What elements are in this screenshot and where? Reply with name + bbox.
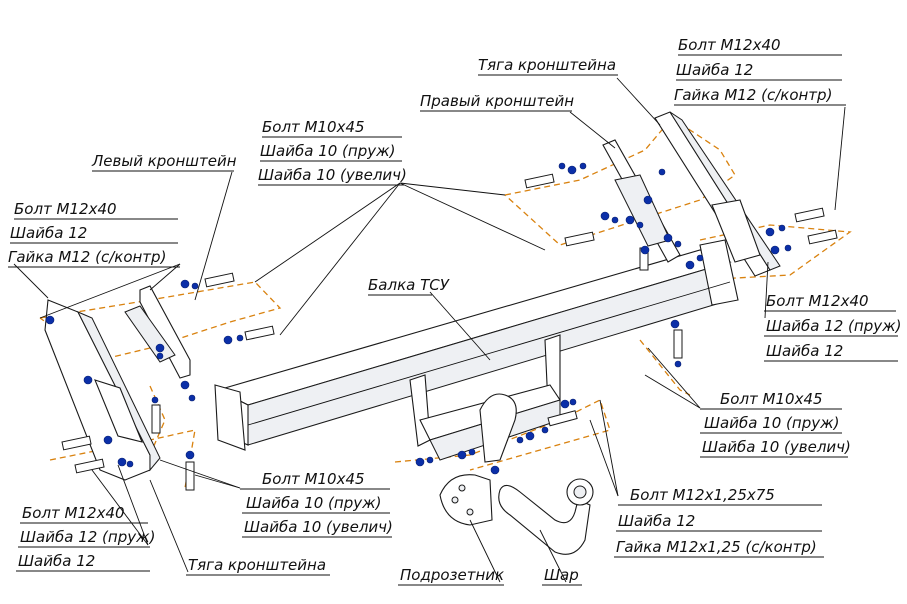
callout-ball-bolt: Болт М12х1,25х75 Шайба 12 Гайка М12х1,25… (614, 486, 824, 558)
callout-left-bracket: Левый кронштейн (91, 152, 237, 172)
label-text: Болт М10х45 (262, 470, 365, 488)
label-text: Гайка М12х1,25 (с/контр) (616, 538, 817, 556)
label-text: Шайба 12 (пруж) (766, 317, 901, 335)
label-text: Гайка М12 (с/контр) (8, 248, 166, 266)
label-text: Шар (544, 566, 579, 584)
right-side-plate (654, 111, 781, 277)
fasteners (45, 162, 792, 475)
callout-beam: Балка ТСУ (368, 276, 450, 296)
label-text: Шайба 12 (618, 512, 695, 530)
label-text: Шайба 12 (676, 61, 753, 79)
label-text: Болт М12х40 (766, 292, 869, 310)
label-text: Шайба 12 (пруж) (20, 528, 155, 546)
label-text: Шайба 10 (увелич) (258, 166, 407, 184)
label-text: Правый кронштейн (420, 92, 574, 110)
label-text: Болт М10х45 (720, 390, 823, 408)
callout-rod-top: Тяга кронштейна (478, 56, 618, 76)
hitch-block (409, 334, 561, 463)
label-text: Шайба 12 (10, 224, 87, 242)
label-text: Болт М12х40 (14, 200, 117, 218)
callout-right-bolt-top: Болт М12х40 Шайба 12 Гайка М12 (с/контр) (674, 36, 846, 106)
label-text: Тяга кронштейна (188, 556, 326, 574)
label-text: Шайба 10 (пруж) (704, 414, 839, 432)
leader-lines (13, 77, 846, 583)
label-text: Шайба 10 (пруж) (246, 494, 381, 512)
label-text: Шайба 12 (18, 552, 95, 570)
label-text: Шайба 10 (увелич) (702, 438, 851, 456)
label-text: Болт М12х40 (678, 36, 781, 54)
label-text: Болт М12х40 (22, 504, 125, 522)
label-text: Шайба 12 (766, 342, 843, 360)
callout-right-bolt-low: Болт М10х45 Шайба 10 (пруж) Шайба 10 (ув… (700, 390, 851, 458)
label-text: Болт М12х1,25х75 (630, 486, 775, 504)
callout-left-bolt-bottom: Болт М12х40 Шайба 12 (пруж) Шайба 12 (16, 504, 155, 572)
label-text: Тяга кронштейна (478, 56, 616, 74)
callout-rod-bottom: Тяга кронштейна (186, 556, 330, 576)
callout-left-bolt-top: Болт М12х40 Шайба 12 Гайка М12 (с/контр) (8, 200, 180, 268)
left-side-plate (44, 299, 161, 481)
label-text: Левый кронштейн (91, 152, 237, 170)
label-text: Подрозетник (400, 566, 504, 584)
label-text: Болт М10х45 (262, 118, 365, 136)
right-bracket (602, 139, 681, 263)
label-text: Балка ТСУ (368, 276, 450, 294)
socket-plate-part (439, 474, 493, 526)
callout-ball: Шар (542, 566, 582, 586)
callout-socket-plate: Подрозетник (398, 566, 504, 586)
label-text: Гайка М12 (с/контр) (674, 86, 832, 104)
tow-ball-part (498, 478, 594, 555)
label-text: Шайба 10 (пруж) (260, 142, 395, 160)
callout-right-bolt-mid: Болт М12х40 Шайба 12 (пруж) Шайба 12 (764, 292, 901, 362)
callout-right-bracket: Правый кронштейн (420, 92, 574, 112)
tow-beam (214, 239, 739, 451)
bolts (61, 173, 838, 491)
label-text: Шайба 10 (увелич) (244, 518, 393, 536)
callout-mid-bolt-top: Болт М10х45 Шайба 10 (пруж) Шайба 10 (ув… (258, 118, 407, 186)
callout-center-bolt-low: Болт М10х45 Шайба 10 (пруж) Шайба 10 (ув… (240, 470, 393, 538)
left-bracket (124, 285, 191, 379)
